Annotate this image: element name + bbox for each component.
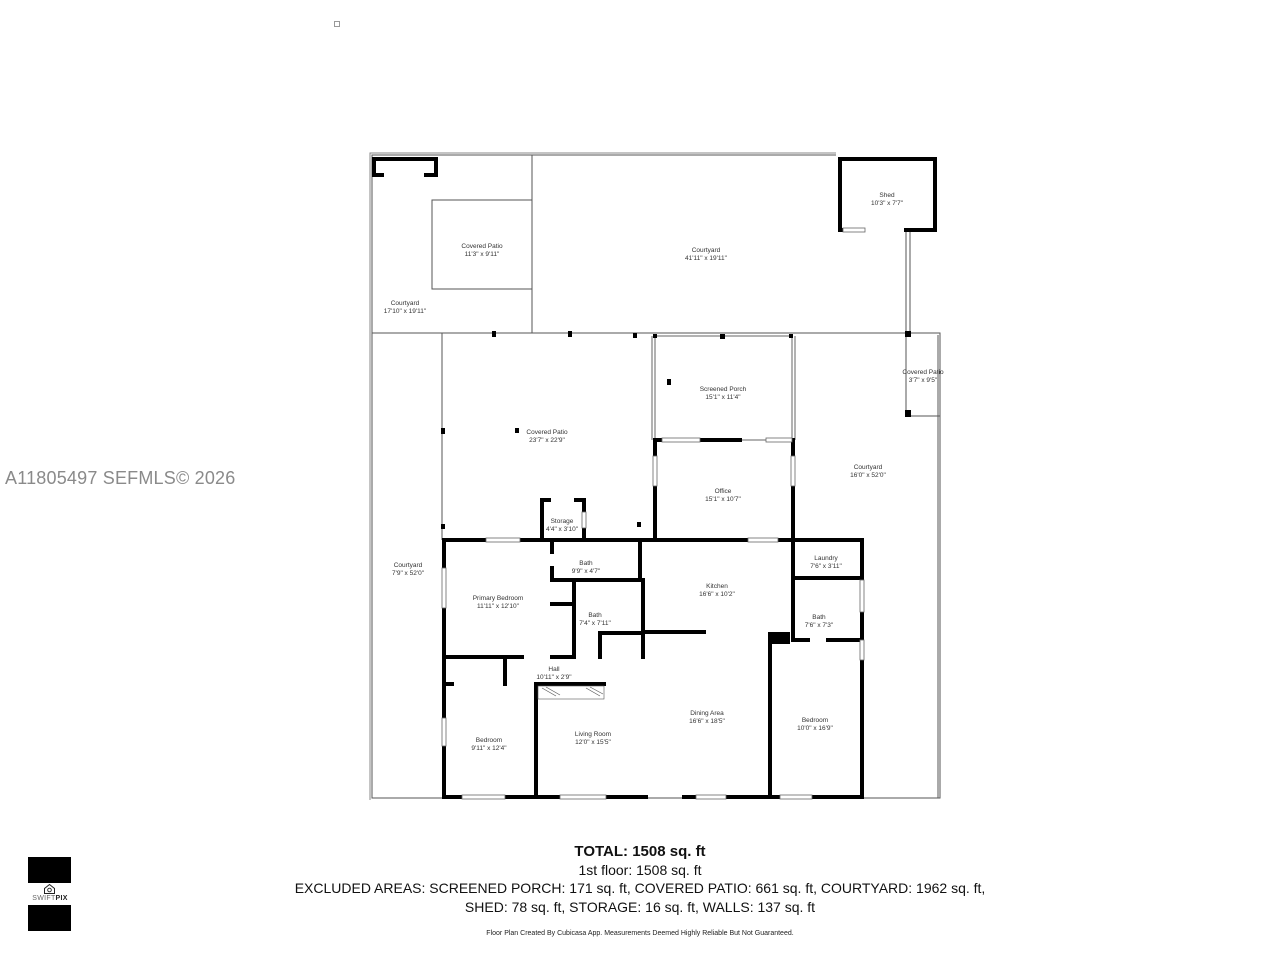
mls-watermark: A11805497 SEFMLS© 2026	[5, 468, 236, 488]
excluded-areas-line2: SHED: 78 sq. ft, STORAGE: 16 sq. ft, WAL…	[464, 899, 816, 915]
logo-bottom-block	[28, 905, 71, 931]
disclaimer-credit: Floor Plan Created By Cubicasa App. Meas…	[486, 930, 794, 937]
logo-text-bold: PIX	[55, 895, 68, 902]
logo-text-light: SWIFT	[32, 895, 56, 902]
first-floor-area: 1st floor: 1508 sq. ft	[578, 862, 702, 878]
total-area: TOTAL: 1508 sq. ft	[574, 843, 706, 860]
logo-top-block	[28, 857, 71, 883]
excluded-areas-line1: EXCLUDED AREAS: SCREENED PORCH: 171 sq. …	[294, 880, 986, 896]
swiftpix-logo: SWIFTPIX	[28, 857, 72, 931]
house-icon	[44, 884, 55, 894]
corner-mark	[334, 21, 340, 27]
